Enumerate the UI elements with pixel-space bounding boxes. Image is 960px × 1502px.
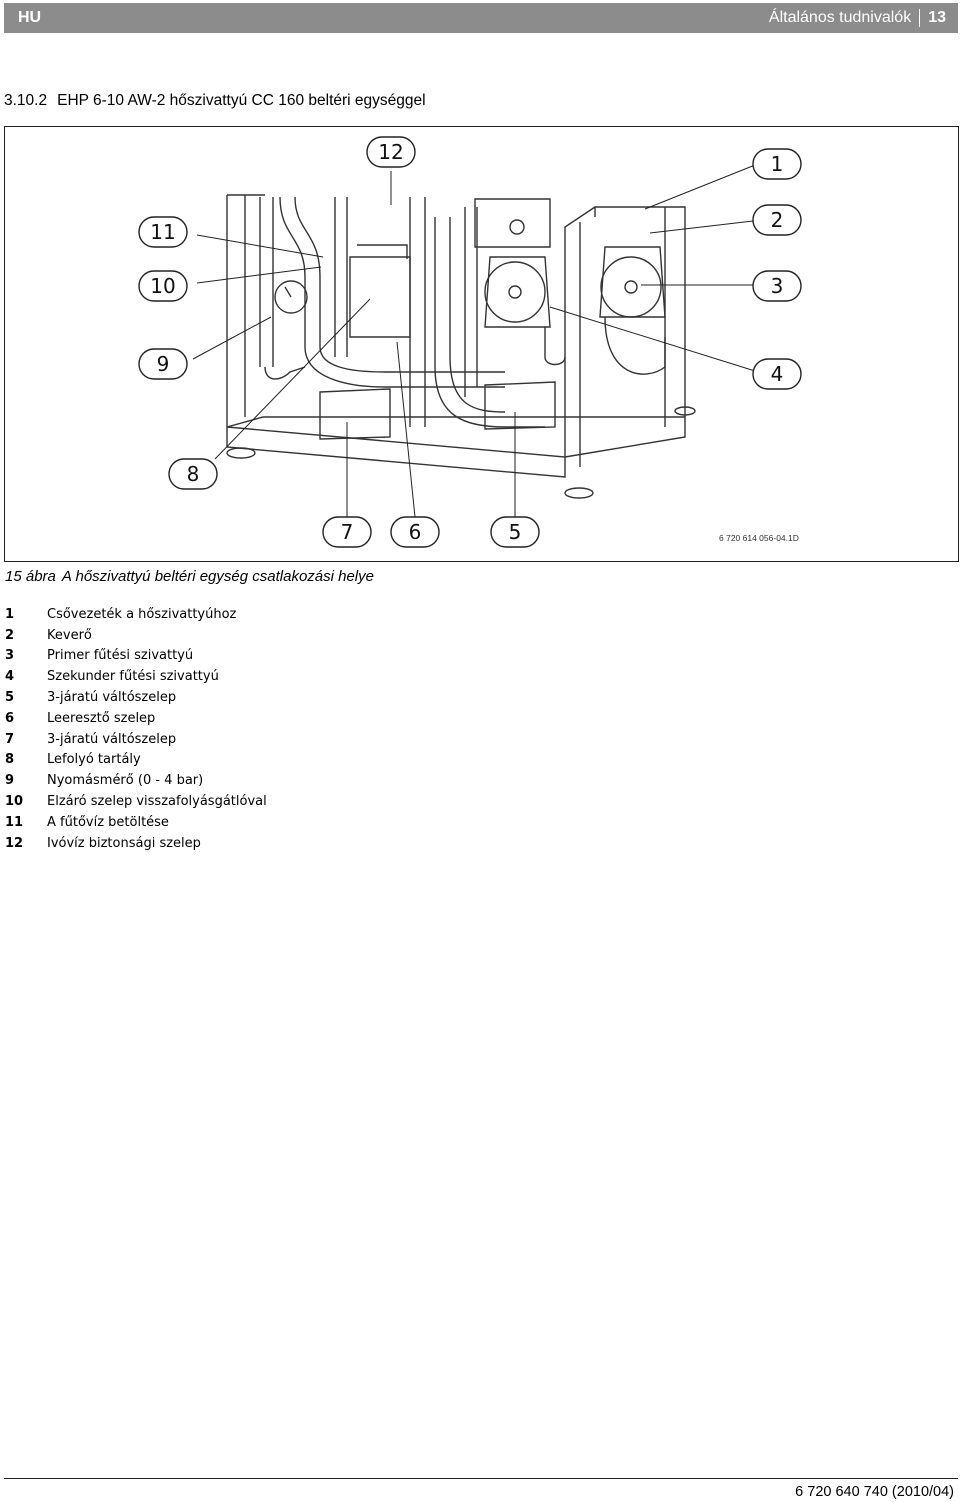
- callout-6: 6: [409, 520, 422, 544]
- legend-number: 4: [5, 669, 15, 685]
- legend-item: 11 A fűtővíz betöltése: [5, 812, 267, 833]
- legend-item: 2 Keverő: [5, 625, 267, 646]
- legend-number: 11: [5, 814, 24, 830]
- legend-number: 8: [5, 752, 15, 768]
- figure-caption: 15 ábra A hőszivattyú beltéri egység csat…: [5, 568, 374, 585]
- legend-text: Primer fűtési szivattyú: [47, 648, 194, 664]
- legend-item: 12 Ivóvíz biztonsági szelep: [5, 833, 267, 854]
- document-code: 6 720 640 740 (2010/04): [795, 1484, 954, 1500]
- header-separator: [919, 9, 921, 27]
- legend-item: 6 Leeresztő szelep: [5, 708, 267, 729]
- legend-text: Leeresztő szelep: [47, 710, 156, 726]
- callout-4: 4: [771, 362, 784, 386]
- legend-number: 10: [5, 794, 24, 810]
- page-header: HU Általános tudnivalók 13: [4, 3, 958, 33]
- section-heading: 3.10.2 EHP 6-10 AW-2 hőszivattyú CC 160 b…: [4, 92, 426, 110]
- legend-text: Ivóvíz biztonsági szelep: [47, 835, 201, 851]
- figure-illustration: 12 1 11 2 10 3 9 4 8 7 6 5 6 720 614 056…: [4, 126, 959, 562]
- callout-2: 2: [771, 208, 784, 232]
- callout-1: 1: [771, 152, 784, 176]
- footer-divider: [4, 1478, 958, 1479]
- legend-number: 3: [5, 648, 15, 664]
- legend-text: Lefolyó tartály: [47, 752, 141, 768]
- figure-code: 6 720 614 056-04.1D: [719, 533, 799, 543]
- legend-text: Szekunder fűtési szivattyú: [47, 669, 219, 685]
- figure-caption-text: A hőszivattyú beltéri egység csatlakozás…: [61, 568, 374, 585]
- section-number: 3.10.2: [4, 92, 48, 109]
- figure-number: 15 ábra: [5, 568, 56, 585]
- callout-7: 7: [341, 520, 354, 544]
- language-code: HU: [18, 9, 42, 26]
- legend-item: 7 3-járatú váltószelep: [5, 729, 267, 750]
- legend-text: A fűtővíz betöltése: [47, 814, 169, 830]
- legend-text: Nyomásmérő (0 - 4 bar): [47, 773, 204, 789]
- legend-text: Elzáró szelep visszafolyásgátlóval: [47, 794, 267, 810]
- legend-item: 8 Lefolyó tartály: [5, 750, 267, 771]
- callout-12: 12: [378, 140, 403, 164]
- header-section-title: Általános tudnivalók: [768, 9, 912, 26]
- legend-text: 3-járatú váltószelep: [47, 690, 177, 706]
- legend-number: 6: [5, 710, 15, 726]
- page-number: 13: [928, 9, 946, 26]
- callout-11: 11: [150, 220, 175, 244]
- legend-number: 5: [5, 690, 15, 706]
- callout-10: 10: [150, 274, 175, 298]
- legend-number: 2: [5, 627, 15, 643]
- header-section-info: Általános tudnivalók 13: [769, 9, 946, 27]
- legend-item: 3 Primer fűtési szivattyú: [5, 646, 267, 667]
- legend-item: 5 3-járatú váltószelep: [5, 687, 267, 708]
- section-title-text: EHP 6-10 AW-2 hőszivattyú CC 160 beltéri…: [57, 92, 426, 109]
- legend-text: Csővezeték a hőszivattyúhoz: [47, 606, 237, 622]
- legend-text: 3-járatú váltószelep: [47, 731, 177, 747]
- legend-number: 1: [5, 606, 15, 622]
- callout-9: 9: [157, 352, 170, 376]
- callout-3: 3: [771, 274, 784, 298]
- legend-item: 1 Csővezeték a hőszivattyúhoz: [5, 604, 267, 625]
- legend-number: 12: [5, 835, 24, 851]
- legend-number: 7: [5, 731, 15, 747]
- callout-8: 8: [187, 462, 200, 486]
- callout-5: 5: [509, 520, 522, 544]
- legend-number: 9: [5, 773, 15, 789]
- legend-text: Keverő: [47, 627, 92, 643]
- legend-item: 10 Elzáró szelep visszafolyásgátlóval: [5, 791, 267, 812]
- pump-unit-drawing: 12 1 11 2 10 3 9 4 8 7 6 5 6 720 614 056…: [138, 136, 802, 548]
- figure-legend: 1 Csővezeték a hőszivattyúhoz 2 Keverő 3 Pr…: [5, 604, 267, 854]
- legend-item: 9 Nyomásmérő (0 - 4 bar): [5, 770, 267, 791]
- legend-item: 4 Szekunder fűtési szivattyú: [5, 666, 267, 687]
